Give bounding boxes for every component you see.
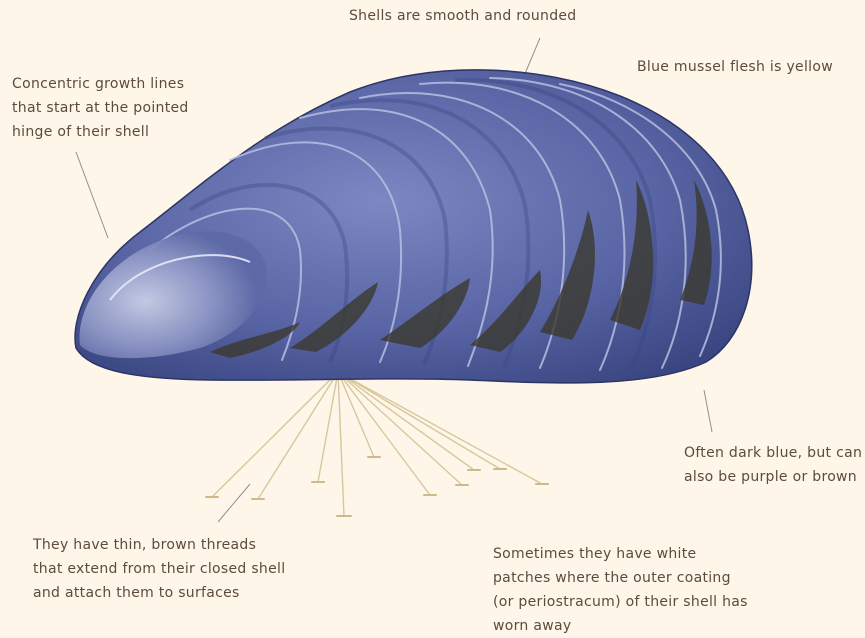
leader-line-threads <box>218 484 250 522</box>
label-line: and attach them to surfaces <box>33 581 285 605</box>
label-smooth-shell: Shells are smooth and rounded <box>349 4 577 28</box>
label-white-patches: Sometimes they have white patches where … <box>493 542 748 638</box>
label-line: that extend from their closed shell <box>33 557 285 581</box>
label-line: hinge of their shell <box>12 120 189 144</box>
label-line: that start at the pointed <box>12 96 189 120</box>
label-line: They have thin, brown threads <box>33 533 285 557</box>
label-line: (or periostracum) of their shell has <box>493 590 748 614</box>
label-line: Concentric growth lines <box>12 72 189 96</box>
label-line: Sometimes they have white <box>493 542 748 566</box>
label-shell-color: Often dark blue, but can also be purple … <box>684 441 862 489</box>
byssus-thread-pads <box>206 457 548 516</box>
label-line: worn away <box>493 614 748 638</box>
leader-line-growth <box>76 152 108 238</box>
byssus-threads <box>212 372 542 516</box>
leader-line-smooth <box>524 38 540 76</box>
label-line: Often dark blue, but can <box>684 441 862 465</box>
label-growth-lines: Concentric growth lines that start at th… <box>12 72 189 144</box>
label-line: also be purple or brown <box>684 465 862 489</box>
label-flesh-color: Blue mussel flesh is yellow <box>637 55 833 79</box>
label-line: patches where the outer coating <box>493 566 748 590</box>
label-line: Blue mussel flesh is yellow <box>637 55 833 79</box>
label-line: Shells are smooth and rounded <box>349 4 577 28</box>
leader-line-color <box>704 390 712 432</box>
label-byssus-threads: They have thin, brown threads that exten… <box>33 533 285 605</box>
